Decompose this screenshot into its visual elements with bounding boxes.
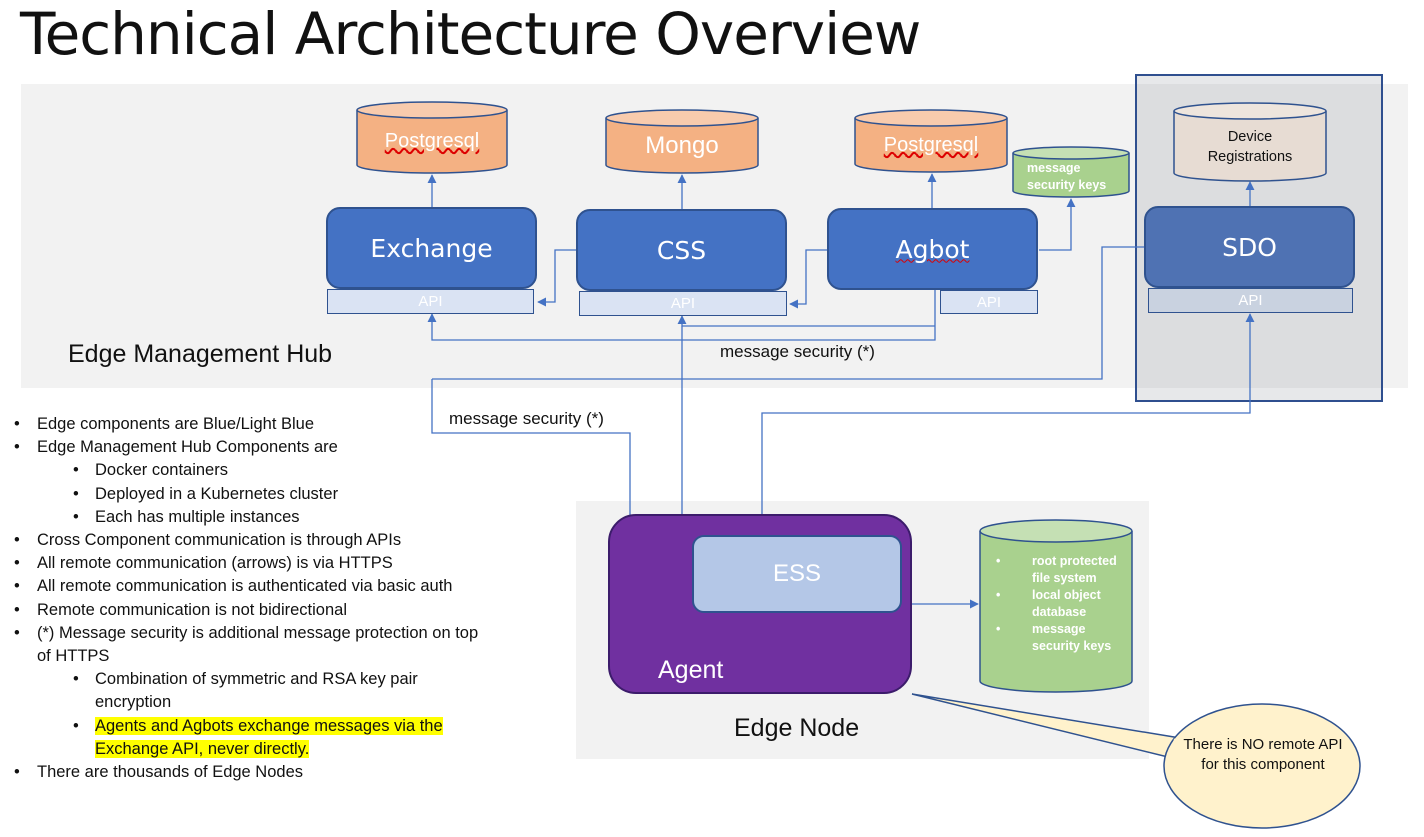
message-security-label-hub: message security (*) [720, 342, 875, 361]
notes-list: Edge components are Blue/Light Blue Edge… [14, 413, 574, 784]
highlighted-text: Agents and Agbots exchange messages via … [95, 716, 443, 758]
storage-item: •message security keys [996, 622, 1112, 653]
list-item: There are thousands of Edge Nodes [14, 761, 574, 784]
list-item: All remote communication (arrows) is via… [14, 552, 574, 575]
postgresql-db-2 [854, 109, 1008, 173]
css-component[interactable]: CSS [576, 209, 787, 291]
callout-bubble [1163, 703, 1361, 829]
sdo-api[interactable]: API [1148, 288, 1353, 313]
exchange-api[interactable]: API [327, 289, 534, 314]
storage-item: •root protected file system [996, 554, 1117, 585]
callout-pointer [911, 693, 1182, 759]
list-item-highlighted: Agents and Agbots exchange messages via … [14, 715, 475, 761]
css-api[interactable]: API [579, 291, 787, 316]
ess-component[interactable]: ESS [692, 535, 902, 613]
list-item: Edge components are Blue/Light Blue [14, 413, 574, 436]
mongo-label: Mongo [645, 132, 719, 159]
callout-text: There is NO remote API for this componen… [1183, 736, 1343, 773]
page-title: Technical Architecture Overview [20, 0, 921, 68]
postgresql-db-1 [356, 101, 508, 174]
postgresql-label-1: Postgresql [384, 129, 480, 152]
list-item: Cross Component communication is through… [14, 529, 574, 552]
mongo-db [605, 109, 759, 174]
postgresql-label-2: Postgresql [883, 133, 979, 156]
list-item: Docker containers [14, 459, 574, 482]
list-item: Remote communication is not bidirectiona… [14, 599, 574, 622]
storage-item: •local object database [996, 588, 1101, 619]
list-item: Edge Management Hub Components are [14, 436, 574, 459]
list-item: Combination of symmetric and RSA key pai… [14, 668, 475, 714]
edge-node-label: Edge Node [734, 714, 860, 742]
hub-label: Edge Management Hub [68, 340, 333, 368]
agent-label: Agent [658, 656, 724, 684]
device-registrations-label: Device Registrations [1207, 129, 1293, 165]
list-item: Deployed in a Kubernetes cluster [14, 483, 574, 506]
device-registrations-db [1173, 102, 1327, 182]
list-item: Each has multiple instances [14, 506, 574, 529]
message-keys-label: message security keys [1027, 161, 1107, 192]
agbot-api[interactable]: API [940, 290, 1038, 314]
list-item: All remote communication is authenticate… [14, 575, 574, 598]
edge-storage-list: •root protected file system •local objec… [996, 553, 1126, 655]
exchange-component[interactable]: Exchange [326, 207, 537, 289]
agbot-component[interactable]: Agbot [827, 208, 1038, 290]
list-item: (*) Message security is additional messa… [14, 622, 487, 668]
sdo-component[interactable]: SDO [1144, 206, 1355, 288]
message-keys-db [1012, 146, 1130, 198]
edge-storage-db [979, 519, 1133, 693]
